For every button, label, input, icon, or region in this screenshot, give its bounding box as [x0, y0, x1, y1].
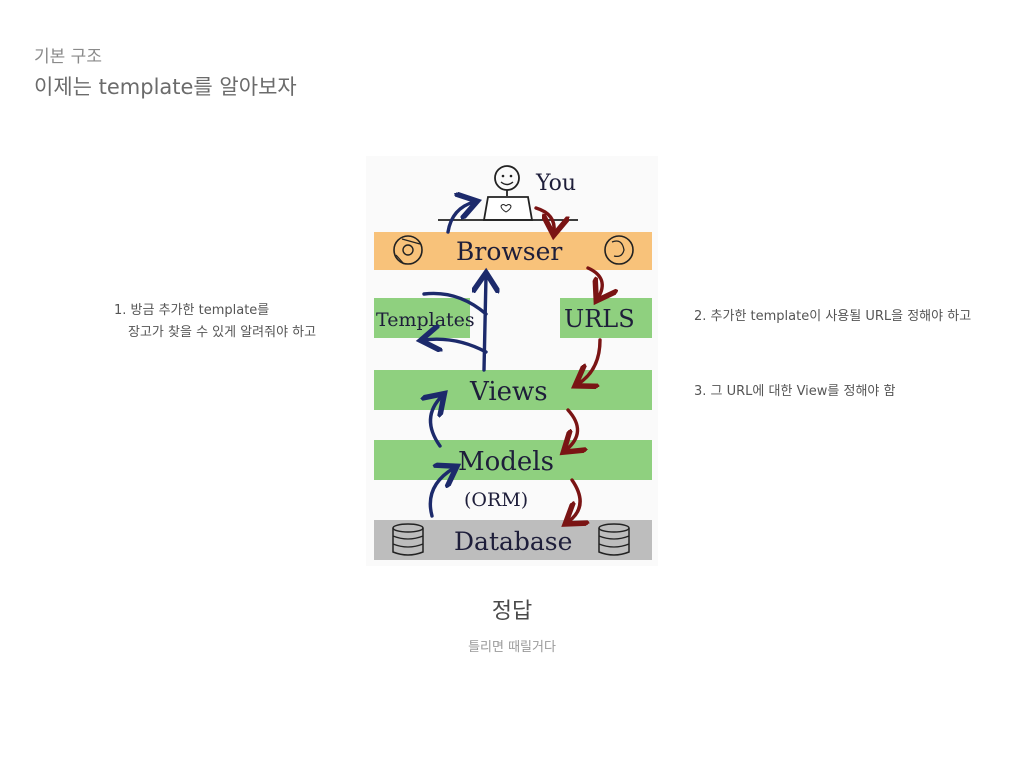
arrow-views-to-browser: [484, 276, 486, 372]
note-step-1-line-2: 장고가 찾을 수 있게 알려줘야 하고: [128, 325, 317, 340]
views-band: [374, 370, 652, 410]
page-title: 이제는 template를 알아보자: [34, 75, 297, 99]
arrow-database-to-models: [428, 468, 454, 518]
arrow-templates-to-views: [422, 291, 488, 316]
breadcrumb: 기본 구조: [34, 47, 102, 67]
answer-subtitle: 틀리면 때릴거다: [468, 640, 556, 655]
firefox-icon: [604, 235, 634, 265]
django-architecture-diagram: You Browser Templates URLS Views Models …: [366, 156, 658, 566]
diagram-background: [366, 156, 658, 566]
arrow-models-to-views: [430, 396, 442, 448]
you-label: You: [535, 171, 576, 196]
arrow-views-to-models: [566, 408, 578, 450]
answer-title: 정답: [491, 599, 533, 624]
database-icon-right: [598, 523, 630, 556]
arrow-urls-to-views: [578, 338, 602, 384]
arrow-views-to-templates: [424, 339, 488, 352]
response-arrows: [422, 202, 488, 518]
browser-label: Browser: [456, 237, 562, 266]
laptop-icon: [438, 196, 578, 221]
note-step-1-line-1: 1. 방금 추가한 template를: [114, 303, 270, 318]
arrow-browser-to-urls: [586, 266, 602, 298]
urls-label: URLS: [564, 305, 635, 333]
arrow-you-to-browser: [534, 206, 554, 232]
person-icon: [494, 165, 520, 196]
arrow-models-to-database: [568, 478, 580, 522]
database-icon-left: [392, 523, 424, 556]
orm-label: (ORM): [464, 489, 528, 511]
arrow-browser-to-you: [446, 202, 474, 234]
views-label: Views: [469, 377, 548, 407]
note-step-2: 2. 추가한 template이 사용될 URL을 정해야 하고: [694, 309, 972, 324]
chrome-icon: [393, 235, 423, 265]
request-arrows: [534, 206, 602, 522]
templates-label: Templates: [376, 309, 475, 331]
models-label: Models: [458, 447, 554, 477]
note-step-3: 3. 그 URL에 대한 View를 정해야 함: [694, 384, 896, 399]
note-step-1: 1. 방금 추가한 template를 장고가 찾을 수 있게 알려줘야 하고: [114, 300, 316, 344]
database-label: Database: [454, 527, 572, 556]
models-band: [374, 440, 652, 480]
